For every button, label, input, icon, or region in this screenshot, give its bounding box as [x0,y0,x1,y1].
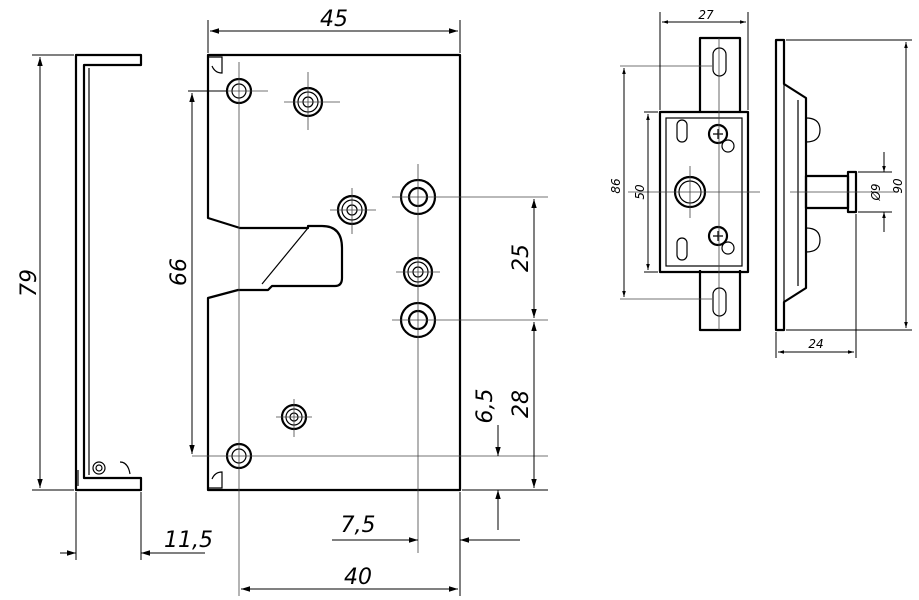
side-profile-view [74,53,143,492]
dim-width-27: 27 [659,8,749,110]
label-86: 86 [609,178,623,194]
label-diameter-9: Ø9 [869,183,883,201]
label-90: 90 [891,178,905,194]
label-7-5: 7,5 [341,513,376,538]
side-view [774,38,896,332]
dim-width-45: 45 [207,7,461,53]
dim-height-90: 90 [786,39,912,331]
label-24: 24 [808,337,823,351]
dim-height-50: 50 [633,111,658,273]
front-view [620,36,760,332]
dim-height-66: 66 [167,90,227,454]
label-45: 45 [320,7,348,32]
label-11-5: 11,5 [164,528,213,553]
label-27: 27 [698,8,714,22]
dim-thickness-11-5: 11,5 [60,492,213,560]
dim-spacing-25: 25 [509,199,537,318]
dim-diameter-9: Ø9 [858,152,892,232]
dim-width-40: 40 [241,565,458,592]
dim-offset-7-5: 7,5 [332,492,520,596]
label-40: 40 [344,565,372,590]
dim-height-79: 79 [17,54,74,491]
dim-height-86: 86 [609,68,626,297]
dim-depth-24: 24 [775,214,857,358]
label-28: 28 [509,390,534,418]
label-25: 25 [509,244,534,272]
label-6-5: 6,5 [473,389,498,424]
label-66: 66 [167,258,192,286]
dim-height-28: 28 [462,322,548,491]
dim-offset-6-5: 6,5 [473,389,501,530]
label-50: 50 [633,184,647,200]
label-79: 79 [17,269,42,297]
